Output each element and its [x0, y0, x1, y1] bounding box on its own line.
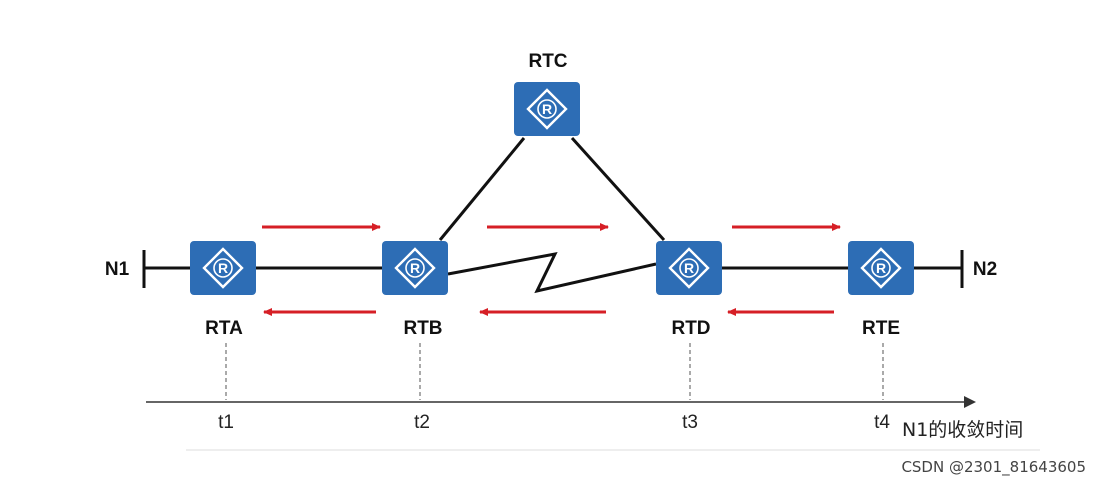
tick-t4: t4: [874, 412, 890, 433]
router-rtb[interactable]: R: [382, 241, 448, 295]
router-icon: [526, 88, 568, 130]
tick-t3: t3: [682, 412, 698, 433]
router-icon: [668, 247, 710, 289]
router-icon: [860, 247, 902, 289]
links: [142, 136, 964, 294]
timeline-arrowhead: [964, 396, 976, 408]
svg-text:R: R: [218, 260, 228, 276]
router-label-rte: RTE: [862, 318, 900, 339]
update-arrows: [262, 223, 841, 316]
router-label-rta: RTA: [205, 318, 243, 339]
router-rtd[interactable]: R: [656, 241, 722, 295]
router-label-rtb: RTB: [403, 318, 442, 339]
router-label-rtd: RTD: [671, 318, 710, 339]
router-label-rtc: RTC: [528, 51, 567, 72]
svg-text:R: R: [410, 260, 420, 276]
router-rta[interactable]: R: [190, 241, 256, 295]
time-guides: [225, 343, 884, 400]
router-rte[interactable]: R: [848, 241, 914, 295]
tick-t1: t1: [218, 412, 234, 433]
router-rtc[interactable]: R: [514, 82, 580, 136]
link-rtc-rtd: [570, 136, 666, 242]
link-rtb-rtc: [438, 137, 526, 241]
network-label-n1: N1: [105, 259, 130, 280]
link-rtb-rtd-serial: [447, 251, 657, 294]
tick-t2: t2: [414, 412, 430, 433]
router-icon: [394, 247, 436, 289]
timeline-title: N1的收敛时间: [902, 419, 1023, 441]
router-icon: [202, 247, 244, 289]
svg-text:R: R: [542, 101, 552, 117]
watermark: CSDN @2301_81643605: [901, 458, 1086, 477]
svg-text:R: R: [684, 260, 694, 276]
svg-text:R: R: [876, 260, 886, 276]
network-label-n2: N2: [973, 259, 997, 280]
